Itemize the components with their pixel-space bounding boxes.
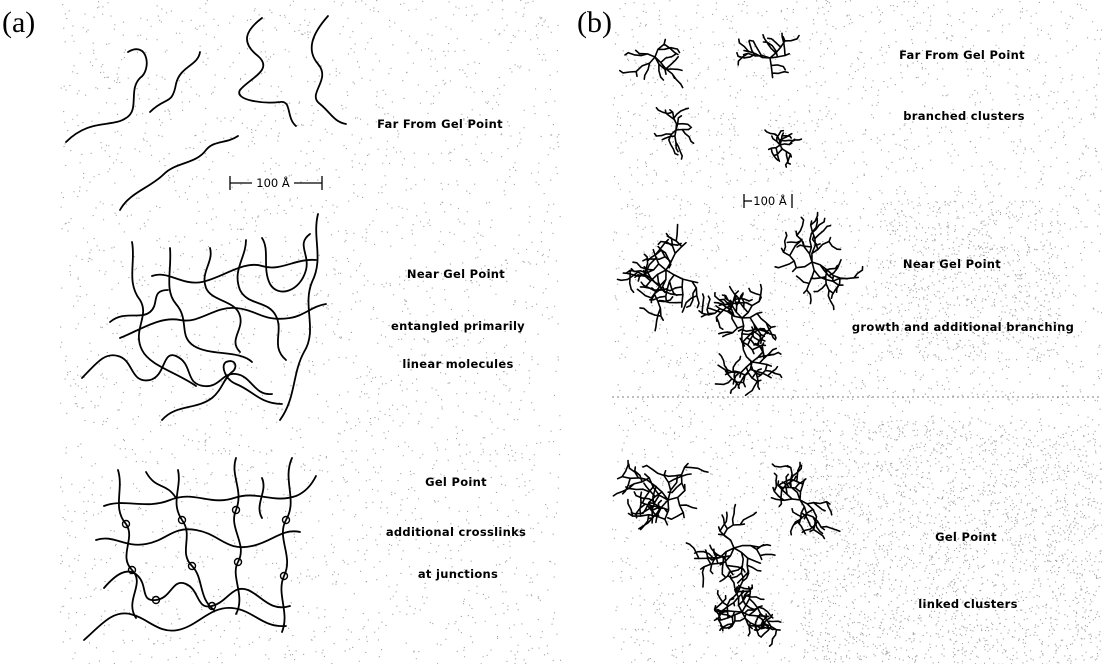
panel-a-near-line-2: linear molecules: [402, 357, 513, 371]
branched-cluster: [775, 213, 863, 310]
panel-a-crosslink-junctions: [123, 507, 290, 610]
branched-cluster: [771, 462, 839, 538]
panel-b-far-title: Far From Gel Point: [899, 48, 1025, 62]
branched-cluster: [737, 33, 799, 77]
panel-b-near-clusters: [618, 213, 863, 396]
panel-a-scale-label: 100 Å: [256, 175, 290, 190]
panel-a-gel-line-1: additional crosslinks: [386, 525, 526, 539]
panel-a-near-chains: [82, 214, 326, 420]
branched-cluster: [620, 40, 683, 88]
branched-cluster: [686, 505, 775, 587]
panel-a-far-title: Far From Gel Point: [377, 117, 503, 131]
panel-a-far-scale-bar: 100 Å: [230, 175, 322, 190]
panel-b-label: (b): [577, 6, 612, 39]
panel-b-scale-bar: 100 Å: [744, 193, 792, 208]
panel-a-near-title: Near Gel Point: [407, 267, 505, 281]
panel-a: (a) 100 Å Far From Gel Point: [2, 6, 526, 640]
panel-b-gel-line-1: linked clusters: [918, 597, 1018, 611]
panel-b: (b) 100 Å Far From Gel Point branched cl…: [577, 6, 1074, 646]
panel-a-label: (a): [2, 6, 35, 39]
branched-cluster: [715, 570, 781, 646]
panel-a-gel-chains: [84, 458, 316, 640]
panel-b-far-clusters: [620, 33, 802, 167]
branched-cluster: [613, 461, 708, 530]
branched-cluster: [655, 108, 694, 159]
panel-b-gel-clusters: [613, 461, 839, 646]
branched-cluster: [765, 130, 801, 167]
branched-cluster: [699, 285, 776, 354]
panel-b-near-title: Near Gel Point: [903, 257, 1001, 271]
panel-b-scale-label: 100 Å: [753, 193, 787, 208]
panel-a-far-chains: [66, 16, 346, 210]
panel-b-near-line-1: growth and additional branching: [852, 320, 1074, 334]
panel-b-far-line-1: branched clusters: [903, 109, 1025, 123]
panel-a-gel-title: Gel Point: [425, 475, 487, 489]
panel-a-near-line-1: entangled primarily: [391, 319, 525, 333]
panel-b-gel-title: Gel Point: [935, 530, 997, 544]
panel-a-gel-line-2: at junctions: [418, 567, 498, 581]
